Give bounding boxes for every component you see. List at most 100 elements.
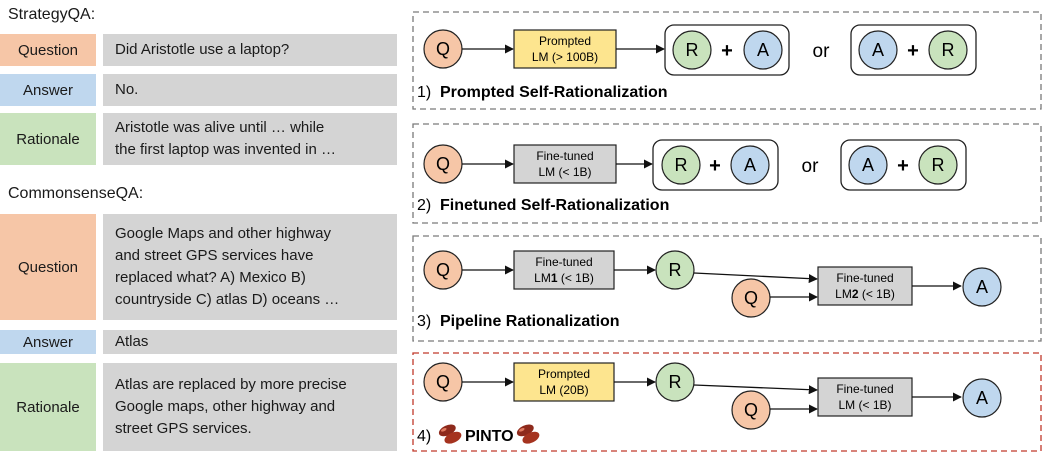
output-group — [840, 139, 967, 191]
panel-1-title: Prompted Self-Rationalization — [440, 84, 668, 101]
rationale-node — [672, 30, 712, 70]
rationale-node-label: R — [669, 260, 682, 280]
question-node — [731, 390, 771, 430]
answer-node — [848, 145, 888, 185]
rationale-node — [928, 30, 968, 70]
commonsenseqa-question-line: and street GPS services have — [115, 247, 314, 264]
answer-node-label: A — [744, 155, 756, 175]
bean-icon — [516, 424, 540, 444]
strategyqa-rationale: Aristotle was alive until … while the fi… — [103, 113, 397, 165]
rationale-node-label: R — [669, 372, 682, 392]
model-label-line: Fine-tuned — [536, 149, 593, 163]
panel-4-number: 4) — [417, 428, 431, 445]
strategyqa-title: StrategyQA: — [8, 6, 96, 23]
model-label-line: Fine-tuned — [836, 271, 893, 285]
arrow — [693, 384, 818, 395]
rationale-node — [655, 362, 695, 402]
panel-1-frame — [412, 11, 1042, 110]
strategyqa-answer: No. — [103, 74, 397, 106]
answer-node-label: A — [976, 277, 988, 297]
answer-node-label: A — [757, 40, 769, 60]
answer-node — [962, 267, 1002, 307]
commonsenseqa-title: CommonsenseQA: — [8, 185, 144, 202]
commonsenseqa-question-line: countryside C) atlas D) oceans … — [115, 291, 340, 308]
model-label-line: LM (20B) — [539, 383, 588, 397]
panel-1-number: 1) — [417, 84, 431, 101]
model-index: 2 — [852, 287, 859, 301]
rationale-node-label: R — [675, 155, 688, 175]
rationale-node-label: R — [942, 40, 955, 60]
rationale-node-label: R — [686, 40, 699, 60]
or-label: or — [813, 41, 831, 62]
rationale-node — [655, 250, 695, 290]
model-label-line: LM1 (< 1B) — [534, 271, 594, 285]
model-label-line: LM2 (< 1B) — [835, 287, 895, 301]
model-label-line: LM (> 100B) — [532, 50, 598, 64]
plus-sign: + — [897, 155, 909, 177]
model-name: LM — [534, 271, 551, 285]
prompted-lm-box — [513, 362, 615, 402]
commonsenseqa-question-label: Question — [0, 214, 96, 320]
rationale-node-label: R — [932, 155, 945, 175]
commonsenseqa-answer-label: Answer — [0, 330, 96, 354]
finetuned-lm-box — [817, 377, 913, 417]
model-label-line: Prompted — [539, 34, 591, 48]
commonsenseqa-answer: Atlas — [103, 330, 397, 354]
arrow — [693, 272, 818, 284]
commonsenseqa-rationale-label: Rationale — [0, 363, 96, 451]
question-node-label: Q — [744, 288, 758, 308]
commonsenseqa-rationale-line: street GPS services. — [115, 420, 252, 437]
or-label: or — [802, 156, 820, 177]
model-label-line: LM (< 1B) — [538, 165, 591, 179]
panel-3-number: 3) — [417, 313, 431, 330]
finetuned-lm2-box — [817, 266, 913, 306]
prompted-lm-box — [513, 29, 617, 69]
model-size: (< 1B) — [859, 287, 895, 301]
strategyqa-question: Did Aristotle use a laptop? — [103, 34, 397, 66]
question-node-label: Q — [436, 260, 450, 280]
panel-2-number: 2) — [417, 197, 431, 214]
rationale-node — [661, 145, 701, 185]
panel-4-title: PINTO — [465, 428, 514, 445]
commonsenseqa-rationale-line: Google maps, other highway and — [115, 398, 336, 415]
model-label-line: Fine-tuned — [535, 255, 592, 269]
panel-4-frame — [412, 352, 1042, 452]
bean-icon — [438, 424, 462, 444]
plus-sign: + — [709, 155, 721, 177]
answer-node — [743, 30, 783, 70]
commonsenseqa-question-line: replaced what? A) Mexico B) — [115, 269, 306, 286]
strategyqa-rationale-line: Aristotle was alive until … while — [115, 119, 325, 136]
model-label-line: Prompted — [538, 367, 590, 381]
question-node-label: Q — [436, 154, 450, 174]
answer-node — [858, 30, 898, 70]
strategyqa-answer-label: Answer — [0, 74, 96, 106]
plus-sign: + — [907, 40, 919, 62]
answer-node-label: A — [872, 40, 884, 60]
panel-3-frame — [412, 235, 1042, 342]
plus-sign: + — [721, 40, 733, 62]
output-group — [850, 24, 977, 76]
panel-2-title: Finetuned Self-Rationalization — [440, 197, 669, 214]
strategyqa-rationale-label: Rationale — [0, 113, 96, 165]
finetuned-lm1-box — [513, 250, 615, 290]
panel-3-title: Pipeline Rationalization — [440, 313, 620, 330]
model-index: 1 — [551, 271, 558, 285]
model-size: (< 1B) — [558, 271, 594, 285]
answer-node — [730, 145, 770, 185]
answer-node — [962, 378, 1002, 418]
commonsenseqa-rationale-line: Atlas are replaced by more precise — [115, 376, 347, 393]
rationale-node — [918, 145, 958, 185]
strategyqa-rationale-line: the first laptop was invented in … — [115, 141, 336, 158]
question-node-label: Q — [744, 400, 758, 420]
commonsenseqa-question-line: Google Maps and other highway — [115, 225, 331, 242]
question-node-label: Q — [436, 39, 450, 59]
commonsenseqa-question: Google Maps and other highway and street… — [103, 214, 397, 320]
strategyqa-question-label: Question — [0, 34, 96, 66]
output-group — [652, 139, 779, 191]
question-node-label: Q — [436, 372, 450, 392]
model-label-line: Fine-tuned — [836, 382, 893, 396]
model-name: LM — [835, 287, 852, 301]
output-group — [664, 24, 790, 76]
question-node — [731, 278, 771, 318]
